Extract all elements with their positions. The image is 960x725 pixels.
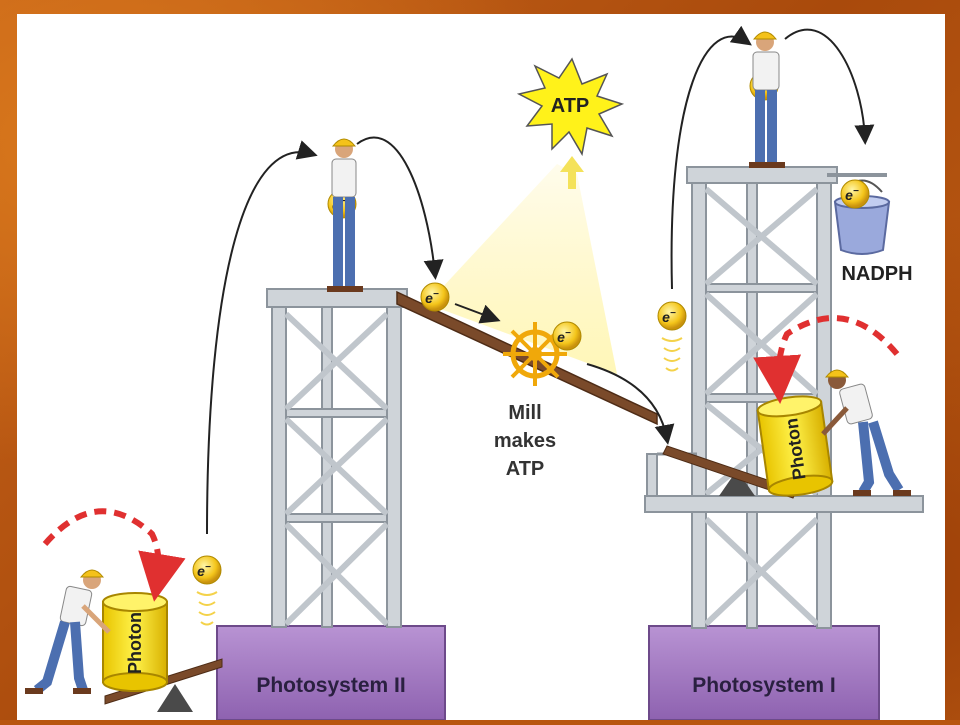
electron-icon: e−: [552, 321, 582, 351]
mill-label-line2: makes: [494, 430, 556, 452]
electron-path-up-ii: [206, 140, 318, 535]
worker-icon: [749, 31, 785, 168]
worker-icon: [327, 138, 363, 292]
photosystem-ii-label: Photosystem II: [256, 674, 405, 697]
photosystem-diagram: ATP Photosystem II Photosystem I: [25, 25, 924, 721]
seesaw-i-plank: [662, 445, 798, 499]
photosystem-i-base: [648, 625, 880, 721]
electron-path-down-i: [784, 28, 875, 145]
electron-path-up-i: [670, 25, 752, 290]
nadph-label: NADPH: [841, 263, 912, 285]
mill-wheel-icon: [503, 322, 567, 386]
electron-icon: e−: [420, 282, 450, 312]
photon-arrow-ii: [42, 508, 186, 602]
seesaw-ii-fulcrum: [157, 684, 193, 712]
worker-icon: [821, 369, 911, 496]
electron-path-ramp-end: [586, 363, 675, 445]
electron-icon: e−: [657, 301, 687, 372]
electron-path-down-ii: [356, 136, 444, 280]
photosystem-i-label: Photosystem I: [692, 674, 836, 697]
atp-arrow-head: [560, 156, 584, 172]
electron-path-ramp: [454, 303, 501, 324]
electron-icon: e−: [840, 179, 870, 209]
photon-canister-icon: Photon: [102, 592, 168, 692]
worker-icon: [25, 569, 111, 694]
photosystem-i-tower: [644, 166, 924, 629]
seesaw-i-fulcrum: [719, 470, 755, 496]
light-beam: [427, 164, 617, 374]
diagram-panel: ATP Photosystem II Photosystem I: [17, 14, 945, 721]
atp-burst-icon: ATP: [516, 57, 625, 157]
photosystem-ii-tower: [266, 288, 408, 628]
mill-label-line3: ATP: [506, 458, 545, 480]
electron-icon: e−: [192, 555, 222, 626]
atp-burst-label: ATP: [551, 95, 590, 117]
photosystem-ii-base: [216, 625, 446, 721]
mill-label-line1: Mill: [508, 402, 541, 424]
photon-canister-icon: Photon: [756, 395, 834, 497]
photon-label-ii: Photon: [125, 612, 145, 674]
